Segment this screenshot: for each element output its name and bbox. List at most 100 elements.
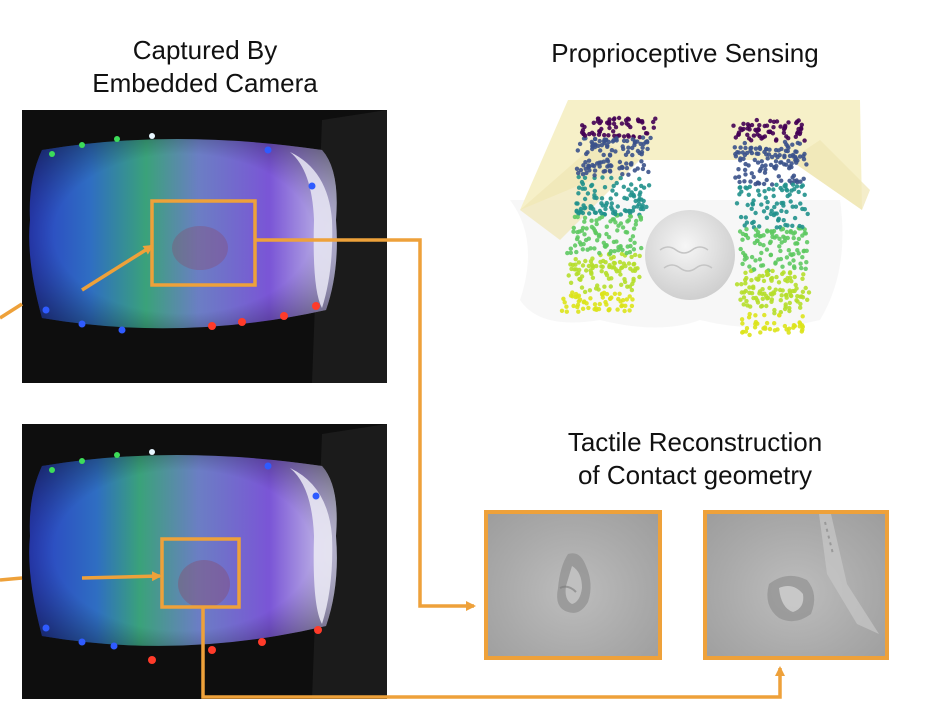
point-cloud-dot — [644, 204, 649, 210]
point-cloud-dot — [608, 296, 613, 301]
point-cloud-dot — [760, 291, 765, 297]
point-cloud-dot — [738, 214, 744, 220]
point-cloud-dot — [768, 252, 774, 257]
point-cloud-dot — [757, 224, 762, 229]
point-cloud-dot — [618, 221, 624, 226]
point-cloud-dot — [761, 209, 767, 214]
point-cloud-dot — [585, 247, 590, 252]
point-cloud-dot — [792, 274, 797, 280]
point-cloud-dot — [580, 263, 586, 268]
point-cloud-dot — [611, 254, 616, 260]
point-cloud-dot — [753, 210, 758, 216]
point-cloud-dot — [576, 185, 582, 190]
point-cloud-dot — [623, 229, 628, 235]
point-cloud-dot — [621, 184, 626, 189]
point-cloud-dot — [574, 267, 579, 272]
point-cloud-dot — [620, 265, 625, 270]
point-cloud-dot — [770, 131, 776, 136]
point-cloud-dot — [784, 292, 789, 298]
point-cloud-dot — [632, 139, 638, 144]
point-cloud-dot — [639, 197, 644, 202]
point-cloud-dot — [613, 220, 618, 225]
point-cloud-dot — [624, 161, 629, 166]
point-cloud-dot — [749, 254, 755, 260]
point-cloud-dot — [576, 260, 582, 265]
point-cloud-dot — [582, 219, 587, 224]
point-cloud-dot — [772, 164, 777, 170]
point-cloud-dot — [592, 144, 598, 150]
camera-image-bottom — [22, 424, 387, 699]
point-cloud-dot — [782, 125, 787, 131]
point-cloud-dot — [602, 284, 607, 289]
point-cloud-dot — [636, 118, 642, 124]
point-cloud-dot — [743, 277, 748, 283]
point-cloud-dot — [764, 146, 769, 152]
point-cloud-dot — [562, 300, 567, 305]
point-cloud-dot — [623, 152, 629, 157]
point-cloud-dot — [624, 208, 629, 214]
point-cloud-dot — [630, 137, 635, 142]
point-cloud-dot — [753, 233, 758, 238]
point-cloud-dot — [606, 276, 612, 281]
point-cloud-dot — [590, 130, 595, 135]
point-cloud-dot — [637, 212, 642, 217]
point-cloud-dot — [578, 209, 583, 214]
point-cloud-dot — [611, 210, 616, 216]
point-cloud-dot — [770, 234, 775, 240]
point-cloud-dot — [787, 153, 793, 159]
point-cloud-dot — [581, 241, 586, 247]
point-cloud-dot — [576, 191, 581, 196]
point-cloud-dot — [599, 291, 605, 296]
point-cloud-dot — [742, 167, 748, 173]
point-cloud-dot — [787, 288, 792, 293]
point-cloud-dot — [760, 263, 766, 268]
point-cloud-dot — [603, 137, 609, 142]
point-cloud-dot — [751, 219, 756, 225]
point-cloud-dot — [783, 148, 789, 153]
point-cloud-dot — [793, 241, 798, 246]
point-cloud-dot — [755, 298, 760, 303]
point-cloud-dot — [628, 237, 633, 243]
point-cloud-dot — [608, 169, 613, 174]
point-cloud-dot — [575, 230, 580, 235]
point-cloud-dot — [783, 302, 788, 307]
point-cloud-dot — [774, 274, 779, 280]
point-cloud-dot — [584, 170, 589, 176]
point-cloud-dot — [629, 162, 634, 167]
point-cloud-dot — [622, 279, 628, 285]
point-cloud-dot — [787, 178, 792, 183]
point-cloud-dot — [787, 275, 793, 280]
point-cloud-dot — [607, 263, 612, 268]
point-cloud-dot — [799, 184, 804, 189]
point-cloud-dot — [636, 198, 641, 203]
point-cloud-dot — [590, 265, 595, 271]
point-cloud-dot — [578, 277, 583, 282]
point-cloud-dot — [583, 136, 588, 141]
point-cloud-dot — [781, 234, 786, 239]
tactile-reconstruction-2 — [703, 510, 889, 660]
point-cloud-dot — [775, 327, 780, 332]
point-cloud-dot — [592, 168, 598, 173]
point-cloud-dot — [603, 299, 608, 305]
point-cloud-dot — [739, 282, 744, 287]
point-cloud-dot — [630, 268, 635, 273]
point-cloud-dot — [597, 301, 602, 307]
point-cloud-dot — [796, 189, 801, 195]
point-cloud-dot — [772, 204, 777, 210]
point-cloud-dot — [575, 302, 581, 308]
point-cloud-dot — [784, 187, 789, 192]
point-cloud-dot — [619, 303, 624, 309]
point-cloud-dot — [568, 280, 574, 285]
point-cloud-dot — [608, 251, 613, 256]
point-cloud-dot — [797, 223, 802, 229]
tactile-reconstruction-1 — [484, 510, 662, 660]
point-cloud-dot — [609, 276, 614, 281]
point-cloud-dot — [802, 151, 807, 157]
point-cloud-dot — [772, 307, 777, 313]
point-cloud-dot — [624, 165, 630, 171]
point-cloud-dot — [578, 242, 584, 247]
point-cloud-dot — [592, 195, 597, 200]
point-cloud-dot — [764, 123, 770, 128]
point-cloud-dot — [643, 139, 649, 145]
point-cloud-dot — [610, 188, 615, 193]
